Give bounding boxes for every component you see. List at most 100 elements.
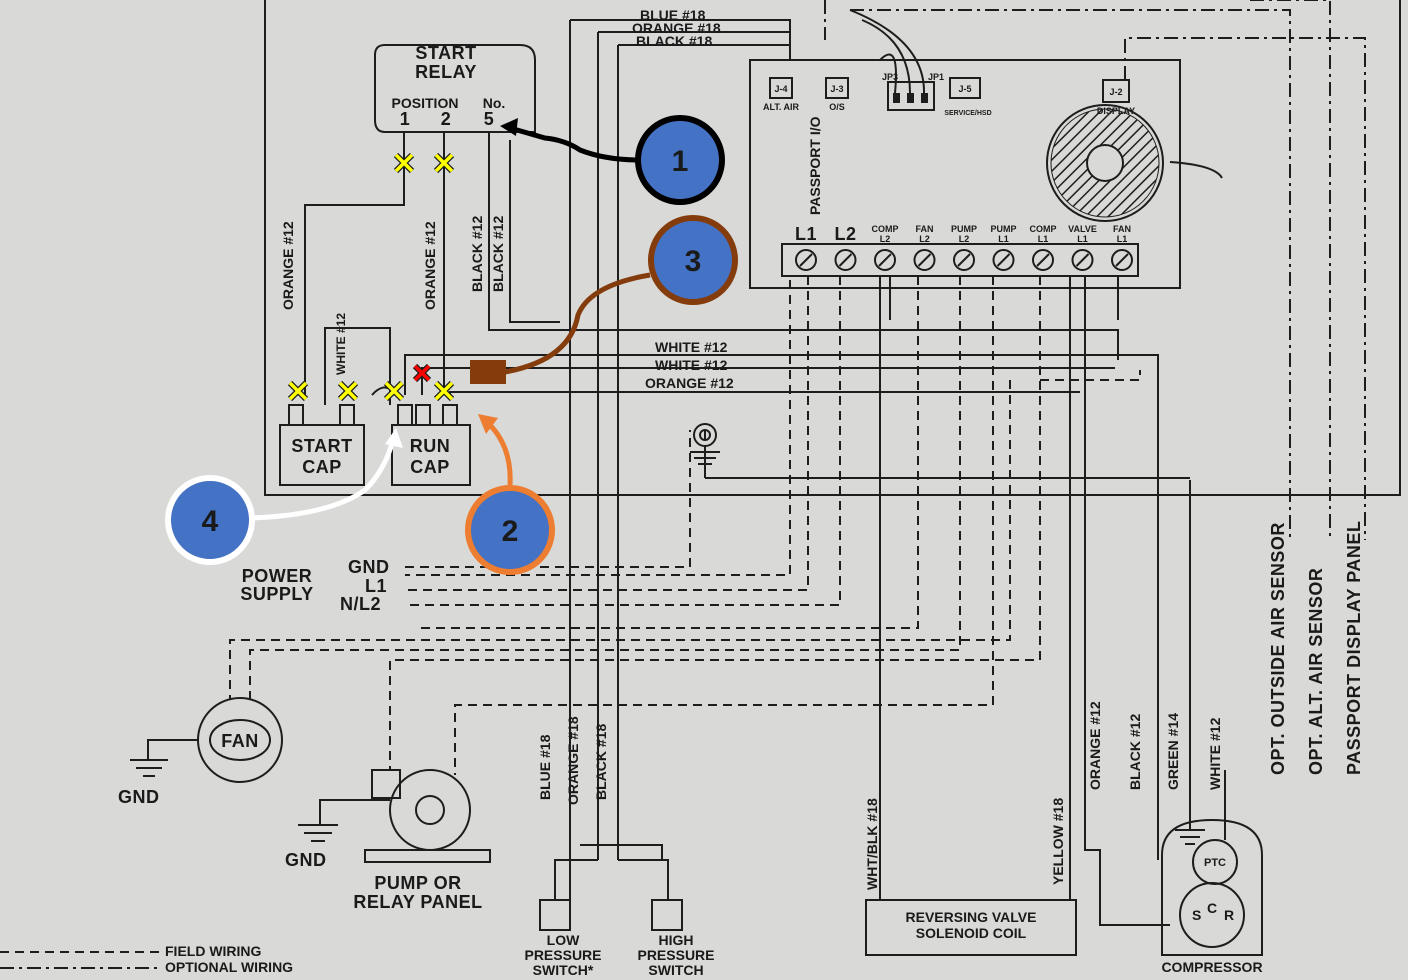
terminal-label-1: L2: [834, 224, 856, 244]
comp-r: R: [1224, 907, 1234, 923]
fan-label: FAN: [221, 731, 259, 751]
label-orange12-b: ORANGE #12: [422, 221, 438, 310]
terminal-screw-7: [1071, 249, 1094, 271]
legend: FIELD WIRING OPTIONAL WIRING: [0, 943, 293, 975]
marker-yellow-relay-2: [433, 152, 455, 174]
high-label-1: HIGH: [659, 932, 694, 948]
start-cap-label-2: CAP: [302, 457, 342, 477]
terminal-top-label-6: COMP: [1030, 224, 1057, 234]
terminal-bot-label-3: L2: [919, 234, 930, 244]
relay-pos-5: 5: [484, 109, 495, 129]
rv-label-2: SOLENOID COIL: [916, 925, 1027, 941]
j4-label: J-4: [774, 84, 787, 94]
pump-label-2: RELAY PANEL: [353, 892, 482, 912]
pump: GND PUMP OR RELAY PANEL: [285, 769, 491, 912]
callout-3-marker: [470, 360, 506, 384]
fan: FAN GND: [118, 697, 283, 807]
pump-gnd: GND: [285, 850, 327, 870]
cap-jumper: [324, 327, 391, 405]
terminal-top-label-7: VALVE: [1068, 224, 1097, 234]
label-blue18: BLUE #18: [640, 7, 706, 23]
terminal-solid-wires: [705, 276, 1191, 926]
label-black12-c: BLACK #12: [1127, 714, 1143, 790]
label-yellow18: YELLOW #18: [1050, 798, 1066, 885]
pump-label-1: PUMP OR: [374, 873, 461, 893]
label-white12-cap: WHITE #12: [334, 313, 348, 375]
badge-2: 2: [502, 515, 519, 548]
low-label-2: PRESSURE: [524, 947, 601, 963]
terminal-screw-2: [874, 249, 896, 271]
marker-yellow-cap-2: [337, 380, 359, 402]
terminal-dashed-wires: [229, 276, 1141, 775]
terminal-screw-5: [992, 249, 1015, 271]
compressor: PTC S C R COMPRESSOR ORANGE #12 BLACK #1…: [1087, 701, 1263, 975]
label-white12-b: WHITE #12: [655, 357, 728, 373]
terminal-screw-1: [834, 249, 857, 271]
start-cap: START CAP: [279, 404, 365, 486]
jp3-label: JP3: [882, 72, 898, 82]
terminal-screw-4: [953, 249, 975, 271]
power-supply: POWER SUPPLY GND L1 N/L2: [240, 430, 691, 614]
terminal-0: L1: [795, 224, 817, 271]
label-orange18-v: ORANGE #18: [565, 716, 581, 805]
run-cap: RUN CAP: [391, 404, 471, 486]
marker-yellow-relay-1: [393, 152, 415, 174]
callout-2: 2: [465, 414, 555, 575]
power-title-1: POWER: [242, 566, 313, 586]
sensor-alt: OPT. ALT. AIR SENSOR: [1306, 568, 1326, 775]
terminal-bot-label-8: L1: [1117, 234, 1128, 244]
callout-1: 1: [500, 115, 725, 205]
j5-sub: SERVICE/HSD: [944, 110, 991, 117]
high-label-3: SWITCH: [648, 962, 703, 978]
pressure-switches: BLUE #18 ORANGE #18 BLACK #18 LOW PRESSU…: [524, 716, 714, 978]
jp1-label: JP1: [928, 72, 944, 82]
terminal-screw-8: [1111, 249, 1133, 271]
sensor-line-outside: [850, 9, 1291, 540]
label-orange18: ORANGE #18: [632, 20, 721, 36]
terminal-top-label-2: COMP: [872, 224, 899, 234]
label-whtblk18: WHT/BLK #18: [864, 798, 880, 890]
control-box-frame: [264, 0, 1401, 496]
sensor-labels: OPT. OUTSIDE AIR SENSOR OPT. ALT. AIR SE…: [1268, 521, 1364, 775]
terminal-screw-6: [1032, 249, 1054, 271]
start-cap-label-1: START: [291, 436, 352, 456]
legend-optional: OPTIONAL WIRING: [165, 959, 293, 975]
sensor-line-alt: [1250, 0, 1331, 540]
terminal-bot-label-4: L2: [959, 234, 970, 244]
terminal-bot-label-2: L2: [880, 234, 891, 244]
j5-label: J-5: [958, 84, 971, 94]
relay-pos-1: 1: [400, 109, 411, 129]
relay-pos-2: 2: [441, 109, 452, 129]
comp-c: C: [1207, 900, 1217, 916]
sensor-outside: OPT. OUTSIDE AIR SENSOR: [1268, 522, 1288, 775]
terminal-bot-label-7: L1: [1077, 234, 1088, 244]
comp-s: S: [1192, 907, 1201, 923]
label-black12-a: BLACK #12: [469, 216, 485, 292]
j2-label: J-2: [1109, 87, 1122, 97]
compressor-label: COMPRESSOR: [1161, 959, 1262, 975]
marker-red-cap: [412, 363, 432, 383]
terminal-screw-0: [795, 249, 817, 271]
legend-field: FIELD WIRING: [165, 943, 262, 959]
power-nl2: N/L2: [340, 594, 381, 614]
top-18-bundle: [569, 19, 791, 900]
markers: [287, 152, 455, 402]
rv-label-1: REVERSING VALVE: [906, 909, 1037, 925]
passport-label: PASSPORT I/O: [807, 116, 823, 215]
terminal-top-label-5: PUMP: [990, 224, 1016, 234]
fan-gnd: GND: [118, 787, 160, 807]
terminal-top-label-8: FAN: [1113, 224, 1131, 234]
terminal-1: L2: [834, 224, 857, 271]
terminal-bot-label-5: L1: [998, 234, 1009, 244]
label-orange12-a: ORANGE #12: [280, 221, 296, 310]
label-orange12-h: ORANGE #12: [645, 375, 734, 391]
label-orange12-c: ORANGE #12: [1087, 701, 1103, 790]
relay-title-2: RELAY: [415, 62, 477, 82]
